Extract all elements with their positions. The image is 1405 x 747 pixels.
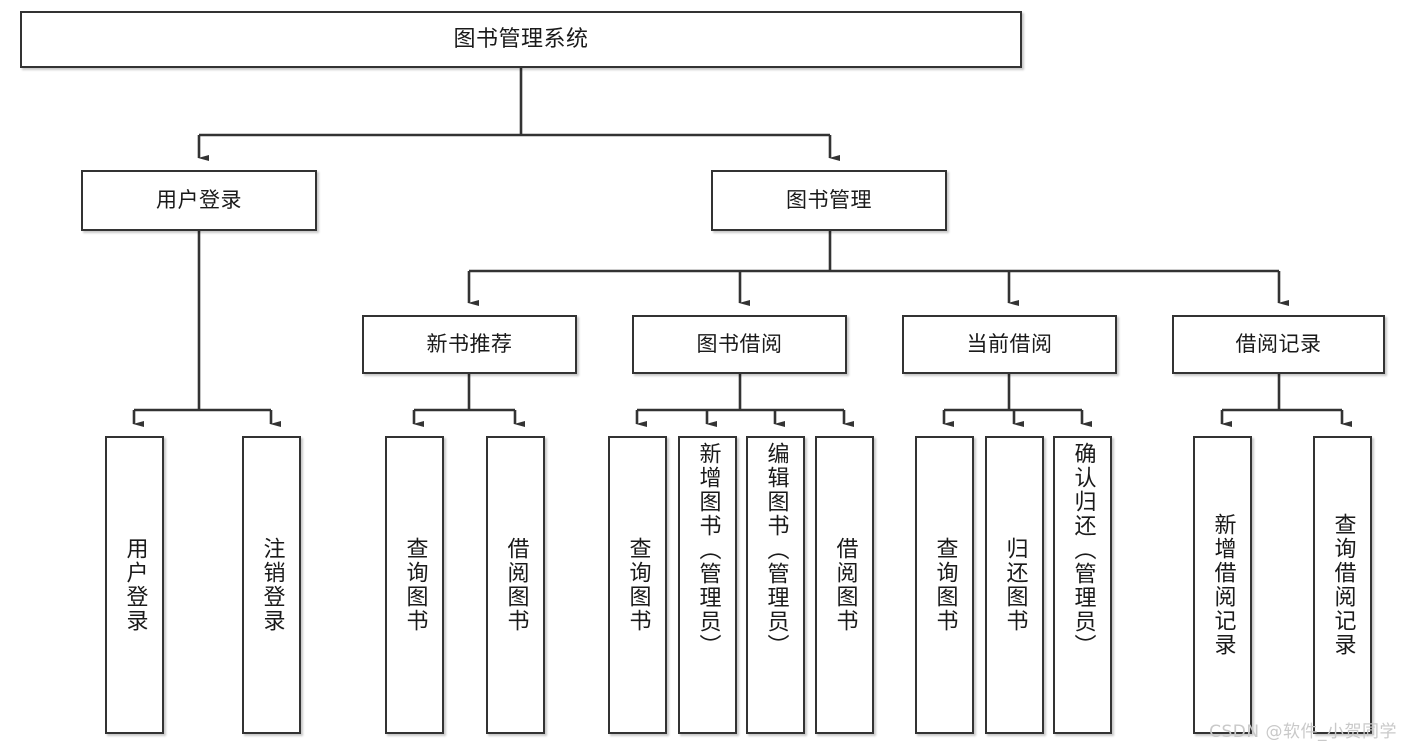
node-label: 注销登录	[259, 537, 285, 633]
node-label: 确认归还（管理员）	[1070, 442, 1096, 658]
node-book-borrow[interactable]: 图书借阅	[632, 315, 847, 374]
node-label: 新增借阅记录	[1210, 513, 1236, 657]
leaf-query-book-borrow[interactable]: 查询图书	[608, 436, 667, 734]
leaf-confirm-return-admin[interactable]: 确认归还（管理员）	[1053, 436, 1112, 734]
leaf-user-login[interactable]: 用户登录	[105, 436, 164, 734]
node-label: 编辑图书（管理员）	[763, 442, 789, 658]
node-label: 借阅图书	[503, 537, 529, 633]
leaf-add-borrow-record[interactable]: 新增借阅记录	[1193, 436, 1252, 734]
node-label: 图书管理	[786, 188, 872, 213]
leaf-add-book-admin[interactable]: 新增图书（管理员）	[678, 436, 737, 734]
node-label: 查询图书	[932, 537, 958, 633]
node-label: 用户登录	[122, 537, 148, 633]
leaf-edit-book-admin[interactable]: 编辑图书（管理员）	[746, 436, 805, 734]
node-label: 图书管理系统	[453, 26, 589, 52]
node-label: 查询图书	[402, 537, 428, 633]
leaf-return-book[interactable]: 归还图书	[985, 436, 1044, 734]
csdn-watermark: CSDN @软件_小贺同学	[1209, 722, 1397, 742]
node-label: 用户登录	[156, 188, 242, 213]
leaf-query-book-current[interactable]: 查询图书	[915, 436, 974, 734]
leaf-query-borrow-record[interactable]: 查询借阅记录	[1313, 436, 1372, 734]
node-borrow-record[interactable]: 借阅记录	[1172, 315, 1385, 374]
node-current-borrow[interactable]: 当前借阅	[902, 315, 1117, 374]
node-label: 借阅记录	[1235, 332, 1322, 357]
node-label: 查询借阅记录	[1330, 513, 1356, 657]
node-label: 当前借阅	[966, 332, 1053, 357]
leaf-borrow-book-newbook[interactable]: 借阅图书	[486, 436, 545, 734]
node-new-book-recommend[interactable]: 新书推荐	[362, 315, 577, 374]
node-label: 查询图书	[625, 537, 651, 633]
node-label: 新增图书（管理员）	[695, 442, 721, 658]
node-label: 借阅图书	[832, 537, 858, 633]
leaf-borrow-book[interactable]: 借阅图书	[815, 436, 874, 734]
node-label: 归还图书	[1002, 537, 1028, 633]
node-label: 图书借阅	[696, 332, 783, 357]
node-book-management[interactable]: 图书管理	[711, 170, 947, 231]
node-label: 新书推荐	[426, 332, 513, 357]
node-user-login[interactable]: 用户登录	[81, 170, 317, 231]
leaf-logout-login[interactable]: 注销登录	[242, 436, 301, 734]
node-root-book-management-system[interactable]: 图书管理系统	[20, 11, 1022, 68]
leaf-query-book-newbook[interactable]: 查询图书	[385, 436, 444, 734]
